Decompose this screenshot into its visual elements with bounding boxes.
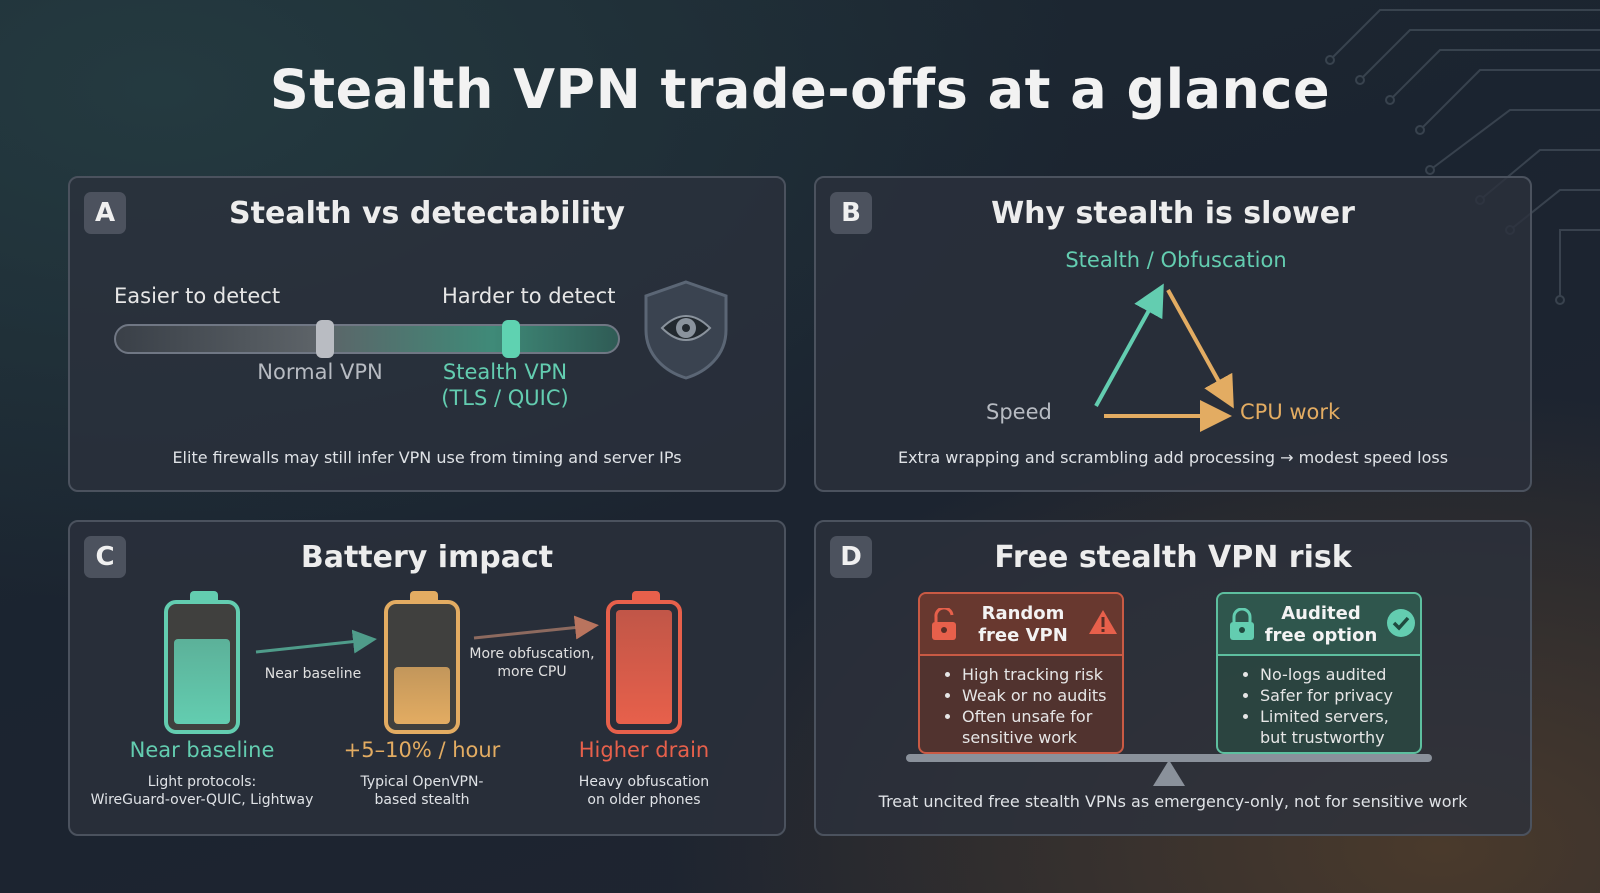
list-item: Safer for privacy [1260,685,1393,706]
normal-vpn-label: Normal VPN [257,360,383,384]
battery-sub-line2: on older phones [587,792,701,808]
list-item: but trustworthy [1260,728,1385,747]
stealth-vpn-protocols: (TLS / QUIC) [441,386,569,410]
list-item: Weak or no audits [962,685,1107,706]
random-free-vpn-card: Random free VPN High tracking risk Weak … [918,592,1124,754]
panel-d-caption: Treat uncited free stealth VPNs as emerg… [878,792,1468,811]
harder-to-detect-label: Harder to detect [442,284,616,308]
panel-a-title: Stealth vs detectability [229,196,625,231]
battery-icon [164,591,240,734]
random-free-vpn-list: High tracking risk Weak or no audits Oft… [948,664,1107,748]
arrow-to-high [473,615,599,640]
arrow1-label: Near baseline [264,666,362,682]
audited-free-option-title-line1: Audited [1281,603,1361,624]
random-free-vpn-title-line2: free VPN [978,625,1068,646]
balance-fulcrum-icon [1153,760,1185,786]
audited-free-option-card: Audited free option No-logs audited Safe… [1216,592,1422,754]
battery-headline: Near baseline [129,738,275,762]
list-item: No-logs audited [1260,664,1393,685]
panel-badge-b: B [830,192,872,234]
unlocked-padlock-icon [932,608,956,640]
panel-b-caption: Extra wrapping and scrambling add proces… [897,448,1449,467]
audited-free-option-list: No-logs audited Safer for privacy Limite… [1246,664,1393,748]
panel-stealth-detectability: A Stealth vs detectability Easier to det… [68,176,786,492]
panel-d-title: Free stealth VPN risk [994,540,1352,575]
battery-sub-line1: Typical OpenVPN- [360,774,484,790]
panel-free-vpn-risk: D Free stealth VPN risk Random free VPN … [814,520,1532,836]
battery-sub-line2: WireGuard-over-QUIC, Lightway [90,792,314,808]
panel-why-slower: B Why stealth is slower Stealth / Obfusc… [814,176,1532,492]
panel-c-title: Battery impact [300,540,554,575]
arrow2-label-line1: More obfuscation, [469,646,595,662]
panel-battery-impact: C Battery impact Near baseline More obfu… [68,520,786,836]
random-free-vpn-title-line1: Random [981,603,1065,624]
arrow-speed-to-stealth [1094,283,1164,407]
panel-badge-c: C [84,536,126,578]
cpu-work-label: CPU work [1240,400,1341,424]
stealth-obfuscation-label: Stealth / Obfuscation [1065,248,1287,272]
arrow-stealth-to-cpu [1166,289,1234,409]
normal-vpn-marker [316,320,334,358]
warning-icon [1089,610,1117,634]
audited-free-option-title-line2: free option [1264,625,1378,646]
battery-sub-line1: Heavy obfuscation [578,774,710,790]
battery-headline: Higher drain [578,738,710,762]
stealth-vpn-marker [502,320,520,358]
tradeoff-cycle-diagram [1094,283,1234,432]
panel-a-caption: Elite firewalls may still infer VPN use … [172,448,682,467]
locked-padlock-icon [1230,608,1254,640]
arrow2-label-line2: more CPU [497,664,567,680]
easier-to-detect-label: Easier to detect [114,284,281,308]
arrow-to-moderate [255,629,377,654]
battery-sub-line2: based stealth [374,792,470,808]
page-title: Stealth VPN trade-offs at a glance [269,58,1331,121]
battery-headline: +5–10% / hour [343,738,501,762]
list-item: High tracking risk [962,664,1107,685]
panel-b-title: Why stealth is slower [991,196,1355,231]
panel-badge-a: A [84,192,126,234]
list-item: Often unsafe for [962,706,1107,727]
check-circle-icon [1387,609,1415,637]
battery-sub-line1: Light protocols: [147,774,257,790]
battery-icon [606,591,682,734]
balance-beam [906,754,1432,762]
stealth-vpn-label: Stealth VPN [442,360,568,384]
battery-icon [384,591,460,734]
list-item: Limited servers, [1260,706,1393,727]
list-item: sensitive work [962,728,1077,747]
speed-label: Speed [986,400,1052,424]
detectability-slider [114,320,620,358]
panel-badge-d: D [830,536,872,578]
shield-eye-icon [644,280,728,380]
